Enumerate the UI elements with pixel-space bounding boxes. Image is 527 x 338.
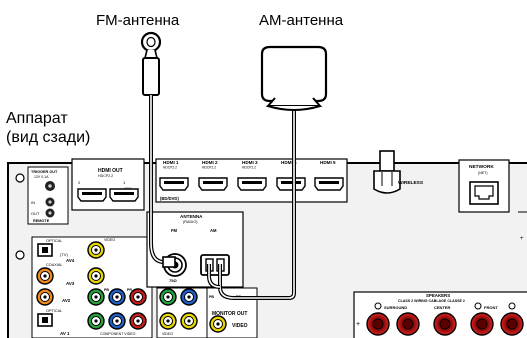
hdmi2-label: HDMI 2 — [202, 160, 218, 165]
fm-antenna-sleeve — [143, 58, 159, 95]
fm-ohm-label: 75Ω — [169, 278, 177, 283]
hdmi5-label: HDMI 5 — [320, 160, 336, 165]
fm-label: FM — [171, 228, 178, 233]
surround-right-terminal[interactable] — [367, 313, 389, 335]
antenna-group: ANTENNA (RADIO) FM AM 75Ω — [147, 212, 243, 287]
av4-tv-label: (TV) — [60, 252, 68, 257]
ir-in-label: IN — [31, 200, 35, 205]
hdmi3-label: HDMI 3 — [242, 160, 258, 165]
fm-antenna-plug — [163, 257, 175, 267]
am-antenna-loop-icon — [262, 47, 326, 101]
hdmi1-sub-label: HDCP2.2 — [163, 166, 177, 170]
speakers-label: SPEAKERS — [426, 293, 450, 298]
component-video-label: COMPONENT VIDEO — [100, 332, 136, 336]
am-antenna-terminal[interactable] — [201, 255, 229, 275]
monitor-pb-label: PB — [209, 295, 214, 299]
panel-screw — [16, 251, 24, 259]
front-left-terminal[interactable] — [501, 313, 523, 335]
hdmi1-label: HDMI 1 — [163, 160, 179, 165]
center-label: CENTER — [434, 305, 451, 310]
surround-label: SURROUND — [384, 305, 407, 310]
hdmi1-source-label: (BD/DVD) — [160, 196, 179, 201]
monitor-video-label: VIDEO — [232, 323, 248, 329]
front-label: FRONT — [484, 305, 498, 310]
av3-coaxial-label: COAXIAL — [46, 263, 62, 267]
speakers-group: SPEAKERS CLASS 2 WIRING CABLAGE CLASSE 2… — [354, 292, 527, 338]
network-sub-label: (NET) — [478, 171, 488, 175]
av3-label: AV3 — [66, 281, 75, 286]
av4-optical-label: OPTICAL — [46, 239, 62, 243]
am-label: AM — [210, 228, 217, 233]
speakers-class-label: CLASS 2 WIRING CABLAGE CLASSE 2 — [398, 299, 465, 303]
trigger-spec-label: 12V 0.1A — [34, 175, 49, 179]
antenna-label: ANTENNA — [180, 214, 203, 219]
surround-left-terminal[interactable] — [397, 313, 419, 335]
av2-label: AV2 — [62, 298, 71, 303]
trigger-out-label: TRIGGER OUT — [31, 170, 58, 174]
av-inputs-group: OPTICAL (TV) AV4 VIDEO COAXIAL AV3 AV2 P… — [32, 237, 152, 338]
remote-label: REMOTE — [33, 219, 50, 223]
hdmi3-sub-label: HDCP2.2 — [242, 166, 256, 170]
center-terminal[interactable] — [434, 313, 456, 335]
av4-label: AV4 — [66, 258, 75, 263]
trigger-remote-block: TRIGGER OUT 12V 0.1A IN OUT REMOTE — [28, 167, 68, 224]
wireless-label: WIRELESS — [398, 180, 424, 186]
front-right-terminal[interactable] — [471, 313, 493, 335]
hdmi-out-group: HDMI OUT HDCP2.2 2 1 ARC — [72, 159, 144, 210]
hdmi-out-sub-label: HDCP2.2 — [98, 174, 113, 178]
monitor-out-group: PB PR MONITOR OUT VIDEO — [207, 288, 257, 338]
hdmi-inputs-group: HDMI 1 HDCP2.2 (BD/DVD) HDMI 2 HDCP2.2 H… — [156, 159, 347, 202]
av4-video-label: VIDEO — [104, 238, 115, 242]
network-label: NETWORK — [469, 164, 494, 170]
plus-mark: + — [356, 321, 360, 328]
video-col-label: VIDEO — [162, 332, 173, 336]
ir-out-label: OUT — [31, 211, 40, 216]
av1-optical-label: OPTICAL — [46, 309, 62, 313]
panel-screw — [16, 174, 24, 182]
radio-label: (RADIO) — [183, 220, 198, 224]
av2-pb-label: PB — [104, 288, 109, 292]
video-column-group: VIDEO — [157, 288, 207, 338]
av1-label: AV 1 — [60, 331, 70, 336]
hdmi2-sub-label: HDCP2.2 — [202, 166, 216, 170]
panel-plus-mark: + — [520, 236, 524, 242]
